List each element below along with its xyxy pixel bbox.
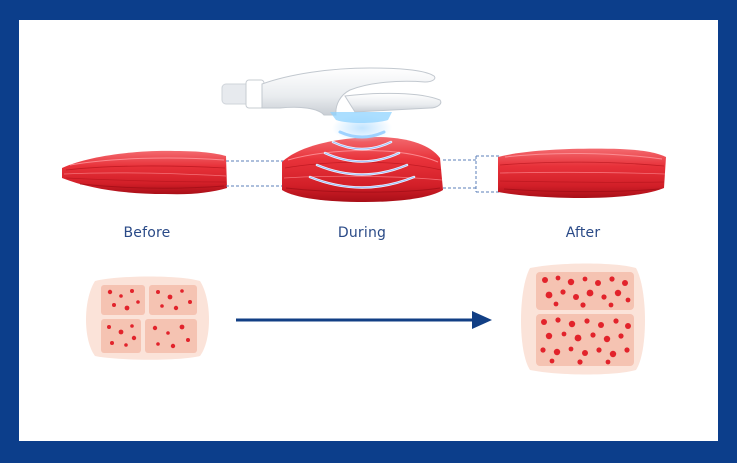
stage-label-during: During [337,225,387,241]
guide-lines-left [226,160,284,187]
tissue-before [86,276,209,360]
tissue-after [521,263,645,375]
arrow-right-icon [236,311,492,329]
guide-lines-right [443,155,500,193]
muscle-before [62,150,227,195]
ems-handpiece-icon [221,67,442,123]
stage-label-before: Before [123,225,171,241]
stage-label-after: After [565,225,601,241]
muscle-after [498,148,666,198]
muscle-during [282,137,443,202]
